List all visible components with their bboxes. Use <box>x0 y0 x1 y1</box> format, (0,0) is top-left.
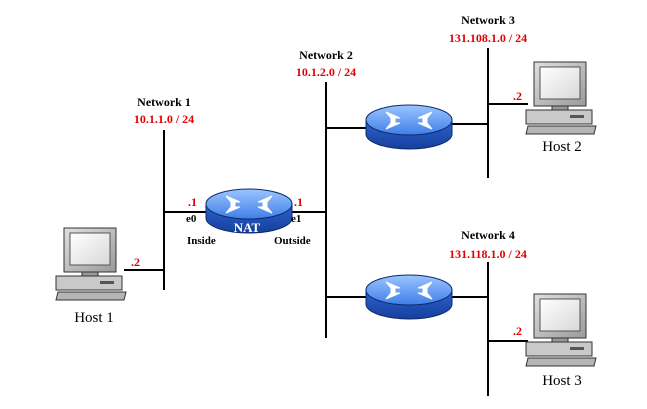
network-3-name: Network 3 <box>461 13 515 27</box>
network-3-address: 131.108.1.0 / 24 <box>449 31 527 45</box>
network-4-address: 131.118.1.0 / 24 <box>449 247 527 261</box>
nat-router[interactable]: NAT <box>205 188 293 235</box>
nat-inside-label: Inside <box>187 235 216 247</box>
router-icon <box>365 274 453 320</box>
nat-inside-iface: e0 <box>186 213 197 225</box>
host-3-name: Host 3 <box>542 373 582 389</box>
network-1-name: Network 1 <box>137 95 191 109</box>
host-2-name: Host 2 <box>542 139 582 155</box>
nat-outside-ip: .1 <box>294 195 303 209</box>
nat-label: NAT <box>234 220 261 235</box>
host-2[interactable] <box>525 61 597 135</box>
network-2-name: Network 2 <box>299 48 353 62</box>
computer-icon <box>525 293 597 367</box>
network-2-address: 10.1.2.0 / 24 <box>296 65 356 79</box>
network-1-address: 10.1.1.0 / 24 <box>134 112 194 126</box>
router-icon <box>365 104 453 150</box>
host-1[interactable] <box>55 227 127 301</box>
computer-icon <box>55 227 127 301</box>
nat-outside-iface: e1 <box>291 213 301 225</box>
host-2-ip: .2 <box>513 89 522 103</box>
network-links <box>124 48 528 396</box>
host-1-ip: .2 <box>131 255 140 269</box>
nat-outside-label: Outside <box>274 235 311 247</box>
network-4-name: Network 4 <box>461 228 515 242</box>
router-a[interactable] <box>365 104 453 150</box>
host-3[interactable] <box>525 293 597 367</box>
router-b[interactable] <box>365 274 453 320</box>
nat-inside-ip: .1 <box>188 195 197 209</box>
computer-icon <box>525 61 597 135</box>
host-1-name: Host 1 <box>74 310 114 326</box>
host-3-ip: .2 <box>513 324 522 338</box>
